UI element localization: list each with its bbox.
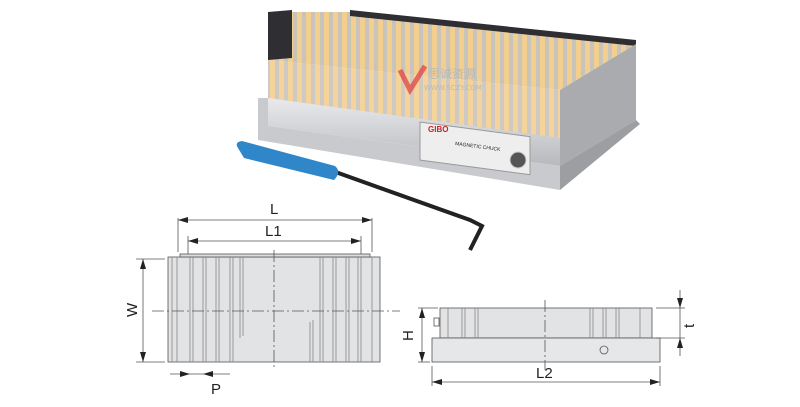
dimension-label-t: t bbox=[681, 323, 698, 328]
dimension-label-W: W bbox=[124, 302, 141, 317]
handle-photo bbox=[236, 141, 485, 251]
dimension-label-L1: L1 bbox=[265, 223, 282, 240]
watermark-url: WWW.SCZY.COM bbox=[424, 84, 482, 92]
top-view-drawing bbox=[136, 218, 400, 375]
dimension-arrows bbox=[140, 217, 372, 377]
chuck-top-surface bbox=[268, 12, 636, 90]
dimension-label-L: L bbox=[270, 201, 278, 218]
dimension-label-H: H bbox=[400, 330, 417, 341]
watermark-logo bbox=[397, 64, 428, 96]
nameplate bbox=[419, 121, 531, 176]
handle-grip bbox=[236, 141, 339, 180]
switch-socket bbox=[509, 151, 527, 169]
side-view-drawing bbox=[418, 290, 685, 386]
watermark-name: 思诚资源 bbox=[428, 67, 476, 81]
side-dimension-arrows bbox=[419, 298, 683, 385]
nameplate-brand: GIBO bbox=[428, 125, 448, 134]
magnetic-chuck-photo: GIBO MAGNETIC CHUCK bbox=[258, 10, 640, 190]
dimension-label-P: P bbox=[211, 381, 221, 398]
dimension-label-L2: L2 bbox=[536, 365, 553, 382]
watermark: 思诚资源 WWW.SCZY.COM bbox=[397, 64, 482, 96]
